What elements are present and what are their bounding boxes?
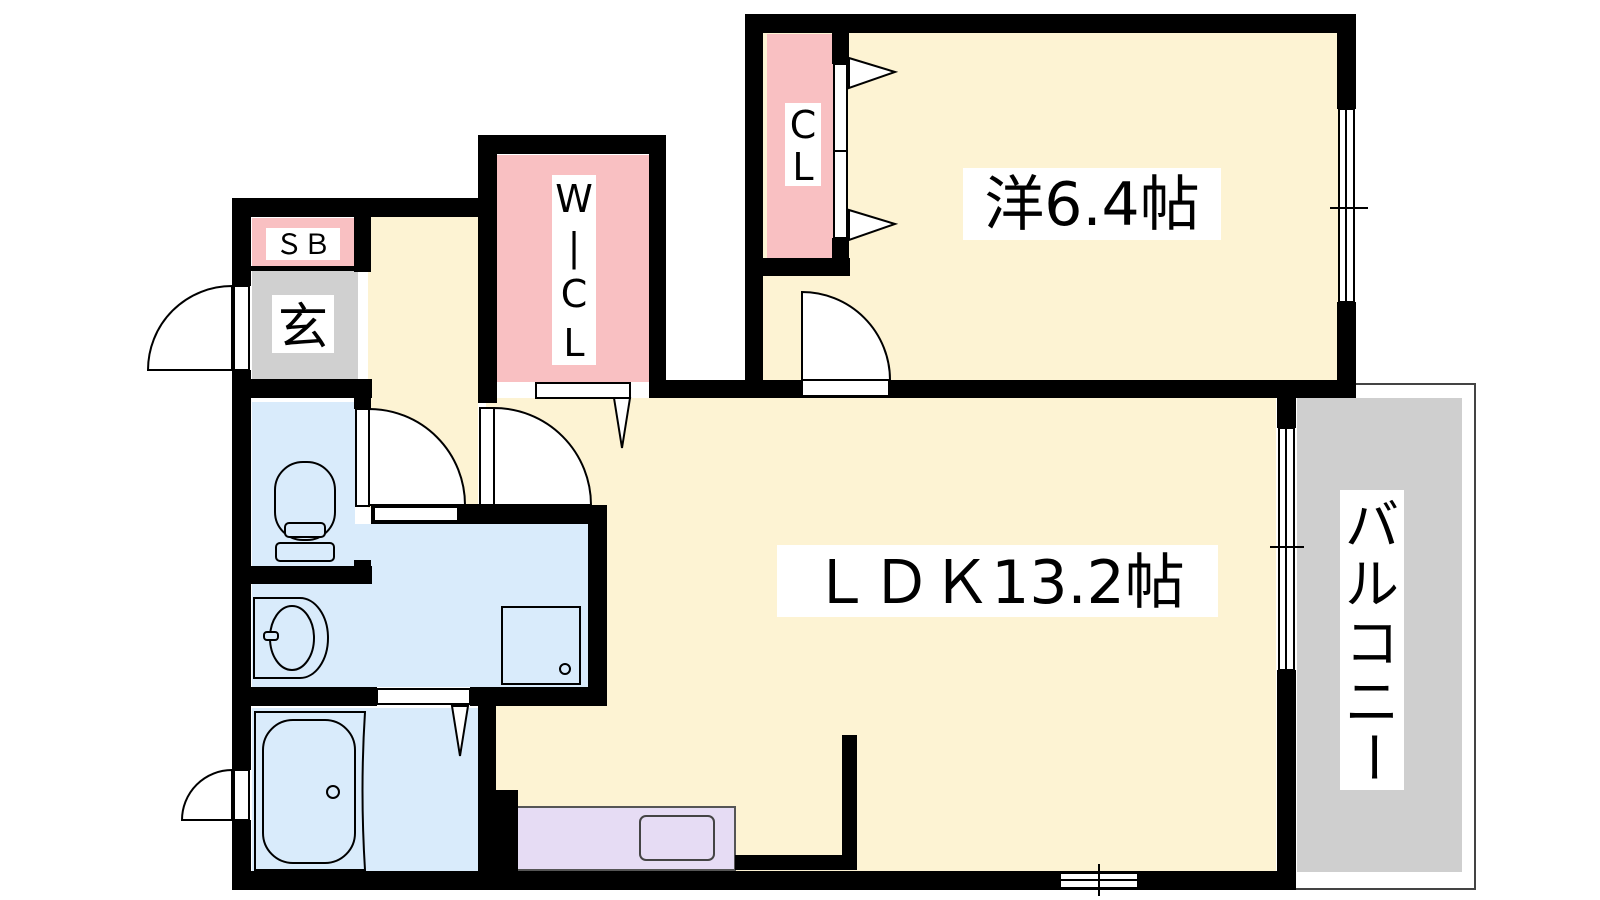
sliding-track-frame <box>457 504 541 520</box>
balcony-char-4: ニ <box>1345 671 1399 734</box>
windows <box>233 108 1368 896</box>
western-room-label: 洋6.4帖 <box>984 170 1199 240</box>
entrance-label-bg <box>272 295 334 353</box>
balcony-char-1: バ <box>1345 494 1399 557</box>
balcony-label-bg <box>1340 490 1404 790</box>
wic-label-bar: | <box>568 225 581 270</box>
balcony-label: バ ル コ ニ ー <box>1341 494 1404 784</box>
wic-label-c: C <box>561 272 588 316</box>
closet-label-l: L <box>792 145 813 189</box>
shoebox-label: ＳＢ <box>275 228 331 261</box>
ldk-room-label: ＬＤＫ13.2帖 <box>811 548 1185 618</box>
balcony-char-5: ー <box>1341 730 1404 784</box>
western-label-bg <box>963 168 1221 240</box>
folding-doors <box>450 56 899 757</box>
closet-label-bg <box>785 103 821 186</box>
bathtub <box>254 711 367 871</box>
closet-label-c: C <box>790 103 817 147</box>
ldk-label-bg <box>777 545 1218 617</box>
washing-machine <box>501 606 581 685</box>
walls <box>232 14 1356 890</box>
wic-label-w: W <box>555 177 593 221</box>
shoebox-label-bg <box>266 228 340 260</box>
kitchen-sink <box>639 815 715 861</box>
balcony-char-3: コ <box>1345 612 1399 675</box>
ldk-floor <box>486 398 1276 876</box>
toilet-fixture <box>274 461 336 562</box>
wic-label-l: L <box>563 321 584 365</box>
balcony-char-2: ル <box>1345 553 1399 616</box>
entrance-label: 玄 <box>278 298 328 356</box>
wic-label-bg <box>552 175 596 365</box>
doors <box>146 63 892 821</box>
wash-basin <box>253 597 329 679</box>
